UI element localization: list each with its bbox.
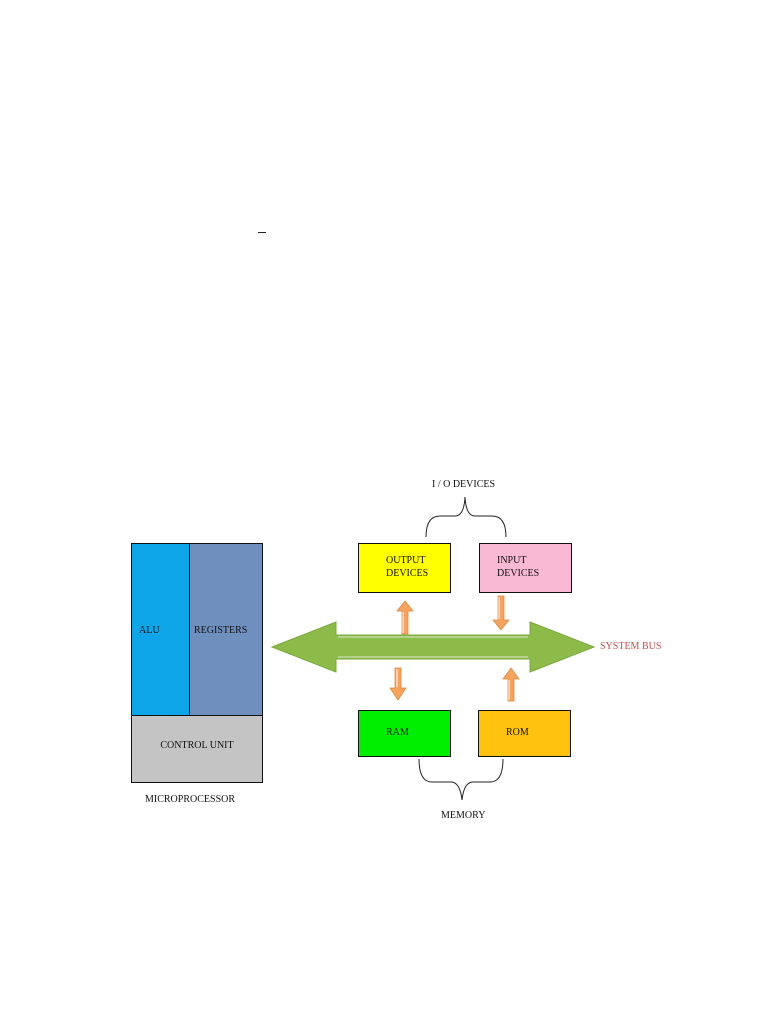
output-devices-label-line1: OUTPUT	[386, 555, 426, 566]
control-unit-block	[131, 715, 263, 783]
input-devices-label-line1: INPUT	[497, 555, 527, 566]
io-devices-label: I / O DEVICES	[432, 479, 496, 490]
memory-label: MEMORY	[441, 810, 486, 821]
double-headed-bus-arrow-icon	[270, 621, 596, 673]
stray-dash-mark	[258, 232, 266, 233]
registers-block	[189, 543, 263, 716]
up-arrow-icon	[502, 667, 520, 702]
down-arrow-icon	[389, 667, 407, 701]
alu-label: ALU	[139, 625, 160, 636]
ram-label: RAM	[386, 727, 409, 738]
curly-brace-icon	[418, 758, 504, 801]
input-devices-label-line2: DEVICES	[497, 568, 540, 579]
microprocessor-caption: MICROPROCESSOR	[145, 794, 236, 805]
rom-block	[478, 710, 571, 757]
curly-brace-icon	[425, 496, 507, 538]
output-devices-block	[358, 543, 451, 593]
registers-label: REGISTERS	[194, 625, 248, 636]
rom-label: ROM	[506, 727, 529, 738]
control-unit-label: CONTROL UNIT	[160, 740, 234, 751]
input-devices-block	[479, 543, 572, 593]
output-devices-label-line2: DEVICES	[386, 568, 429, 579]
up-arrow-icon	[396, 600, 414, 635]
down-arrow-icon	[492, 595, 510, 631]
system-bus-label: SYSTEM BUS	[600, 641, 662, 652]
ram-block	[358, 710, 451, 757]
